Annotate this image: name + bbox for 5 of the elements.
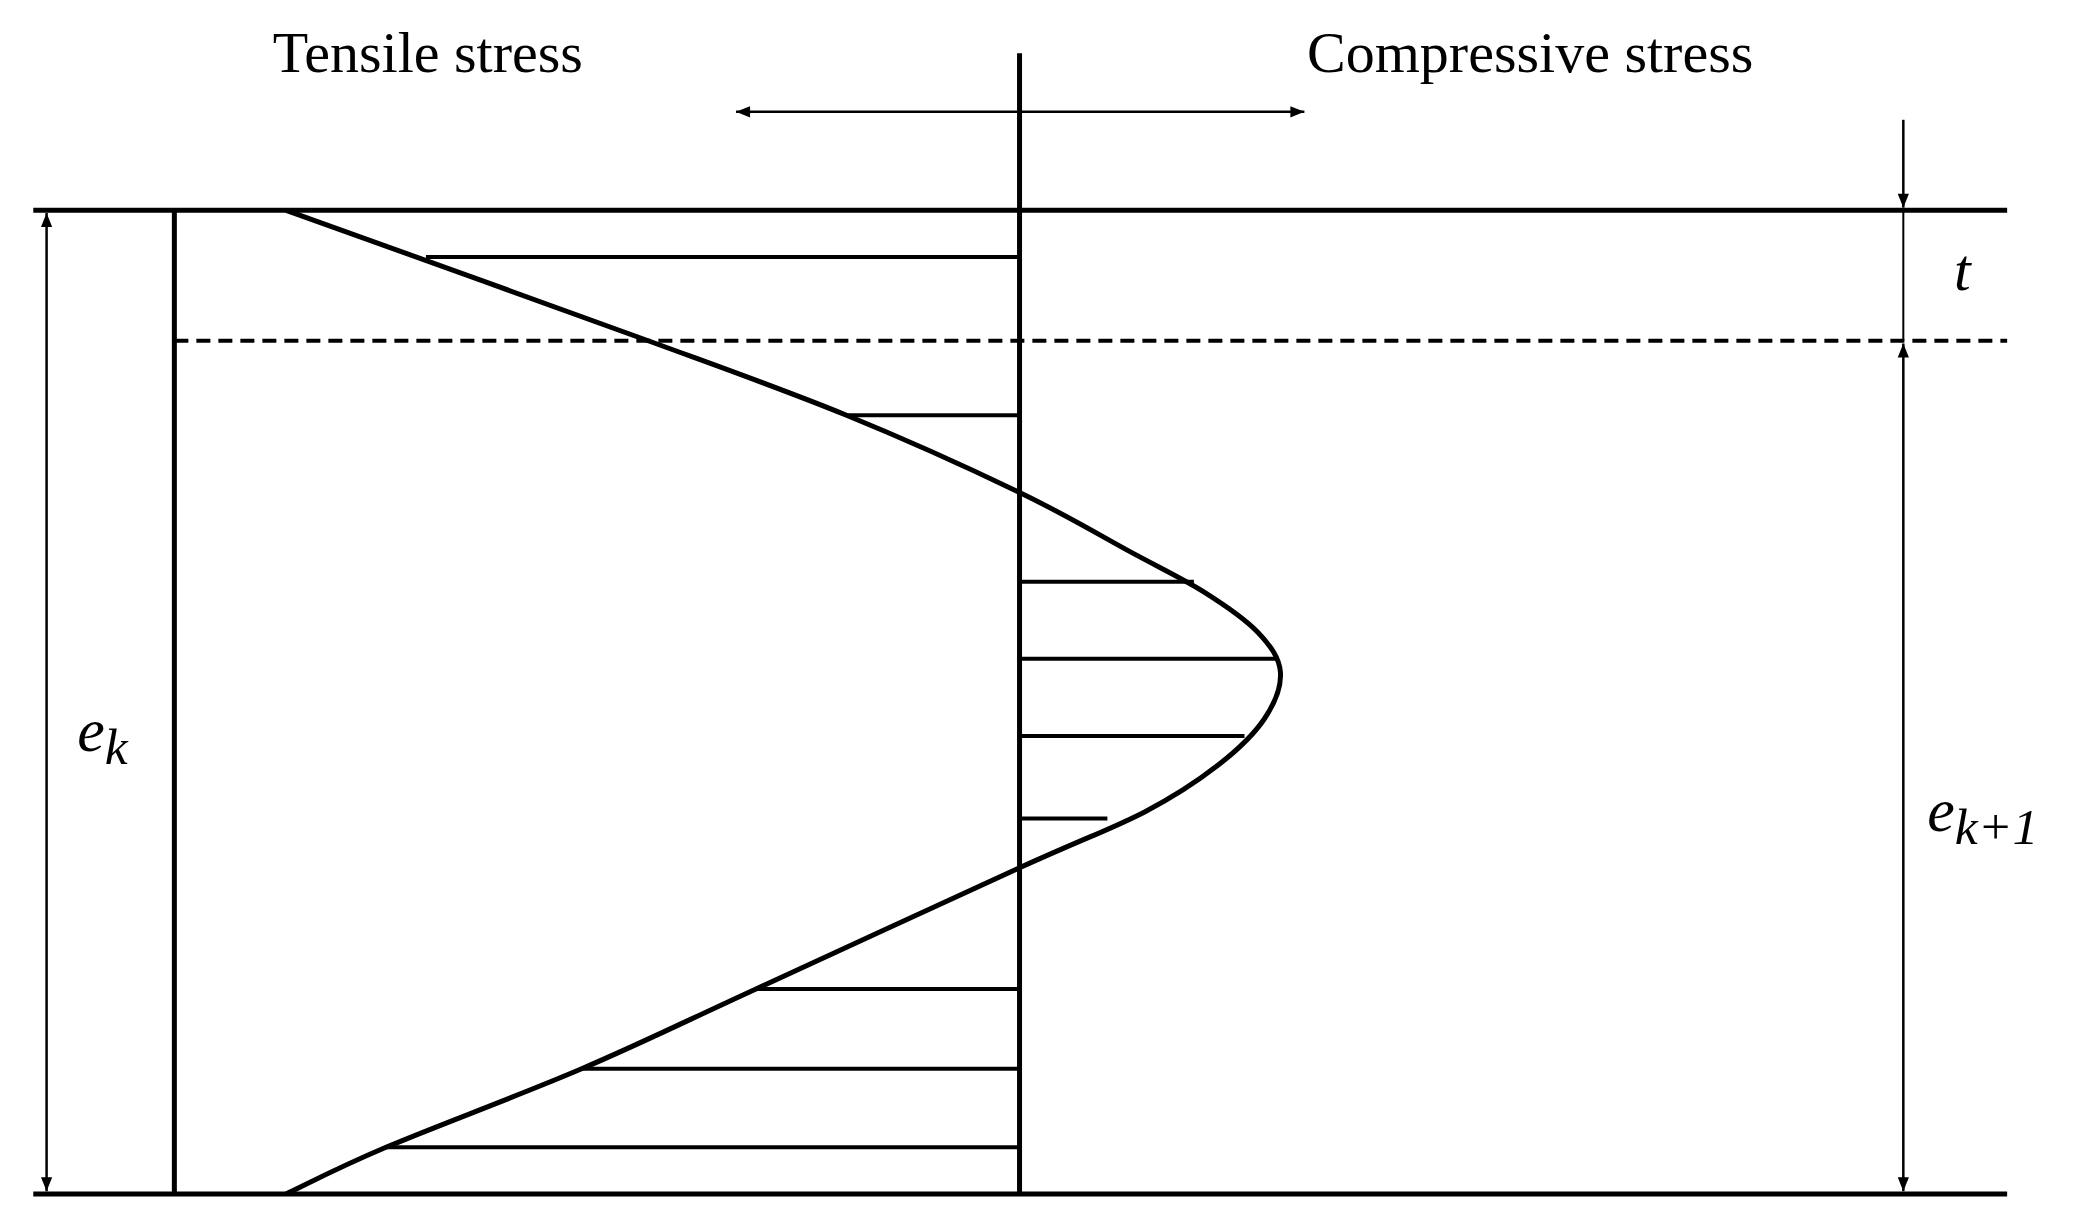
- stress-label: Compressive stress: [1307, 23, 1754, 82]
- dimension-label: t: [1953, 239, 1971, 300]
- dimension-label: e$_{k+1}$: [1927, 778, 2039, 853]
- dimension-label: e$_{k}$: [77, 698, 128, 773]
- stress-label: Tensile stress: [272, 23, 583, 82]
